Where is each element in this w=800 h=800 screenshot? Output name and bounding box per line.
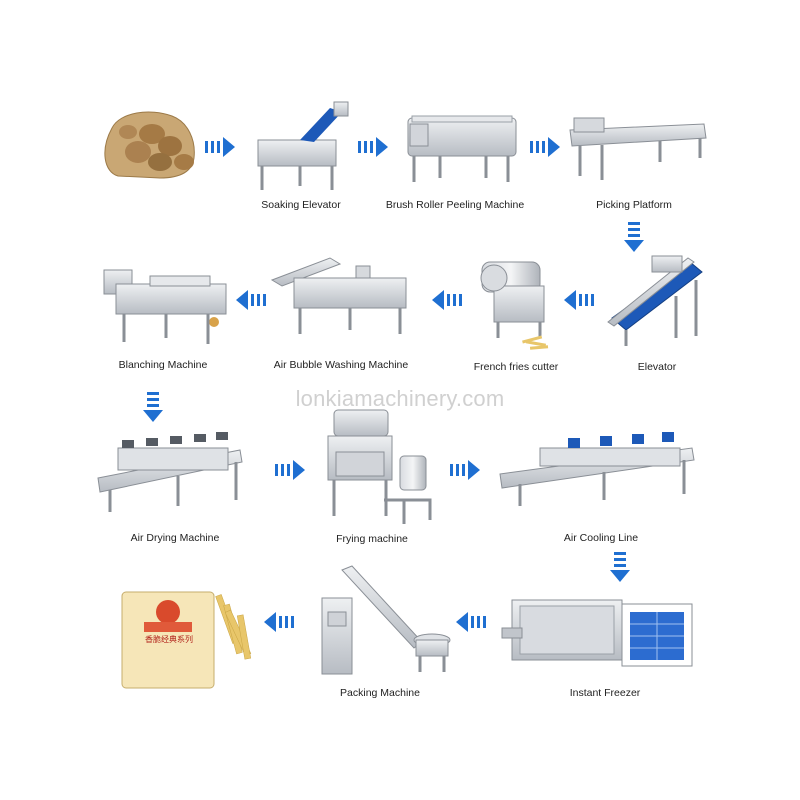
air-drying-machine-icon [98, 432, 242, 512]
packing-machine-icon [322, 566, 450, 674]
picking-platform-icon [570, 118, 706, 180]
frying-machine-icon [328, 410, 430, 524]
arrow-down-icon [624, 222, 644, 252]
package-label: 香脆经典系列 [140, 634, 198, 645]
arrow-left-icon [456, 612, 486, 632]
label-air-cooling: Air Cooling Line [564, 532, 638, 544]
fries-cutter-icon [481, 262, 548, 350]
blanching-machine-icon [104, 270, 226, 344]
arrow-left-icon [264, 612, 294, 632]
arrow-left-icon [236, 290, 266, 310]
label-elevator: Elevator [638, 361, 677, 373]
label-soaking-elevator: Soaking Elevator [261, 199, 340, 211]
label-picking-platform: Picking Platform [596, 199, 672, 211]
flow-arrows [143, 137, 644, 632]
label-blanching: Blanching Machine [119, 359, 208, 371]
arrow-left-icon [432, 290, 462, 310]
label-frying: Frying machine [336, 533, 408, 545]
arrow-right-icon [205, 137, 235, 157]
arrow-right-icon [275, 460, 305, 480]
label-french-fries-cutter: French fries cutter [474, 361, 559, 373]
arrow-right-icon [358, 137, 388, 157]
arrow-down-icon [143, 392, 163, 422]
label-brush-roller-peeling: Brush Roller Peeling Machine [386, 199, 524, 211]
instant-freezer-icon [502, 600, 692, 666]
arrow-down-icon [610, 552, 630, 582]
arrow-left-icon [564, 290, 594, 310]
air-bubble-washer-icon [272, 258, 406, 334]
soaking-elevator-icon [258, 102, 348, 190]
brush-roller-peeler-icon [408, 116, 516, 182]
label-air-drying: Air Drying Machine [131, 532, 220, 544]
label-packing: Packing Machine [340, 687, 420, 699]
potato-sack-icon [105, 112, 194, 178]
elevator-icon [608, 256, 702, 346]
label-air-bubble-washing: Air Bubble Washing Machine [274, 359, 408, 371]
air-cooling-line-icon [500, 432, 694, 506]
watermark-text: lonkiamachinery.com [296, 386, 505, 412]
arrow-right-icon [530, 137, 560, 157]
label-instant-freezer: Instant Freezer [570, 687, 641, 699]
arrow-right-icon [450, 460, 480, 480]
